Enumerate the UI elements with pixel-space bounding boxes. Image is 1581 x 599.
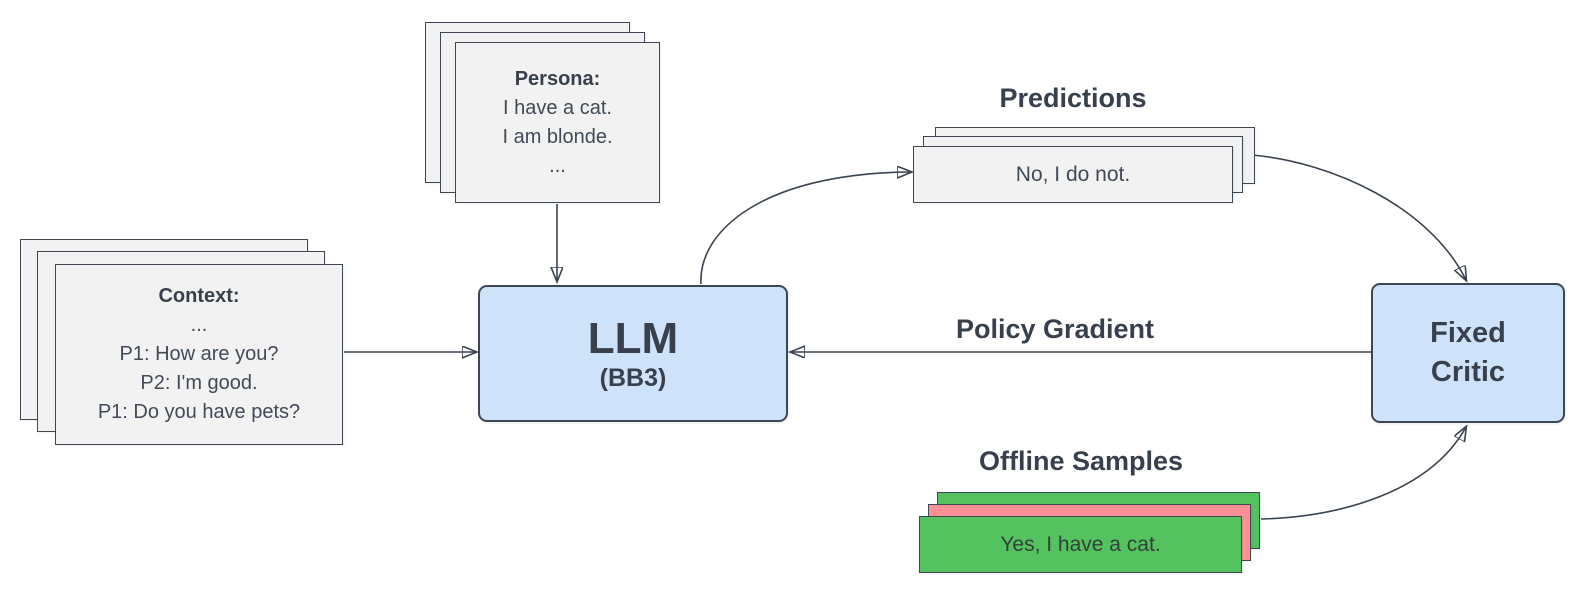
offline-sample-card-text: Yes, I have a cat. [1000,532,1161,556]
arrow-offline-samples-to-critic [1260,427,1466,520]
offline-samples-label: Offline Samples [978,446,1184,476]
persona-card-stack: Persona: I have a cat. I am blonde. ... [425,22,661,204]
persona-card-title: Persona: [514,67,601,90]
fixed-critic-node: Fixed Critic [1371,283,1565,423]
context-line-p1a: P1: How are you? [119,343,279,365]
persona-line-1: I have a cat. [503,96,612,119]
context-line-p1b: P1: Do you have pets? [97,401,301,423]
critic-title-line-1: Fixed [1430,317,1506,349]
llm-title: LLM [587,313,679,363]
llm-node: LLM (BB3) [478,285,788,422]
prediction-card-text: No, I do not. [1015,162,1131,186]
context-card: Context: ... P1: How are you? P2: I'm go… [55,264,343,445]
offline-samples-card-stack: Yes, I have a cat. [919,492,1261,574]
llm-subtitle: (BB3) [599,363,667,392]
persona-line-ellipsis: ... [549,154,566,177]
context-line-p2: P2: I'm good. [140,372,258,394]
predictions-card-stack: No, I do not. [913,127,1256,204]
critic-title-line-2: Critic [1430,356,1506,388]
offline-sample-card: Yes, I have a cat. [919,516,1242,573]
context-card-title: Context: [158,285,240,307]
persona-line-2: I am blonde. [502,125,613,148]
context-line-ellipsis: ... [190,314,208,336]
context-card-stack: Context: ... P1: How are you? P2: I'm go… [20,239,344,446]
arrow-llm-to-predictions [700,172,911,285]
arrow-predictions-to-critic [1251,154,1466,280]
predictions-label: Predictions [999,83,1147,113]
persona-card: Persona: I have a cat. I am blonde. ... [455,42,660,203]
policy-gradient-label: Policy Gradient [955,314,1155,344]
prediction-card: No, I do not. [913,146,1233,203]
